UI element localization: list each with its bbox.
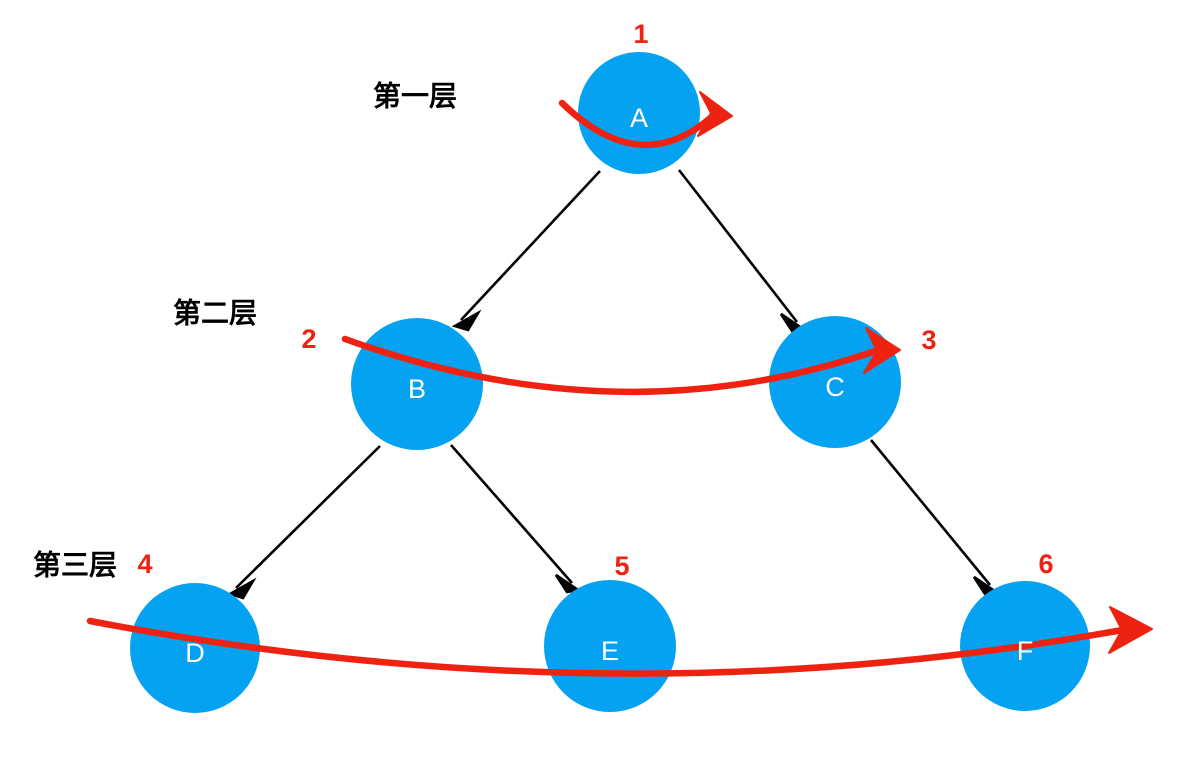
layer-label-1: 第一层 bbox=[373, 79, 457, 111]
layer-label-2: 第二层 bbox=[173, 296, 257, 328]
edge-arrowhead bbox=[226, 577, 257, 600]
tree-edge-c-f bbox=[869, 439, 1000, 596]
traversal-curve-layer-2 bbox=[341, 335, 888, 396]
tree-edge-b-e bbox=[450, 444, 582, 594]
node-d-label: D bbox=[185, 638, 205, 668]
layer-labels-group: 第一层 第二层 第三层 bbox=[33, 79, 457, 580]
traversal-group bbox=[86, 91, 1153, 677]
traversal-layer-1 bbox=[558, 91, 733, 148]
node-c[interactable] bbox=[769, 316, 901, 448]
node-d[interactable] bbox=[130, 583, 260, 713]
edge-arrowhead bbox=[554, 573, 582, 594]
order-label-6: 6 bbox=[1038, 549, 1053, 579]
edge-line bbox=[869, 439, 992, 586]
edge-line bbox=[450, 444, 573, 584]
order-labels-group: 1 2 3 4 5 6 bbox=[137, 19, 1053, 581]
tree-edge-a-c bbox=[677, 169, 807, 333]
edge-line bbox=[677, 169, 799, 323]
traversal-curve-layer-1 bbox=[558, 99, 721, 148]
nodes-group bbox=[130, 52, 1090, 713]
node-labels-group: A B C D E F bbox=[185, 103, 1033, 668]
node-e-circle[interactable] bbox=[544, 580, 676, 712]
order-label-1: 1 bbox=[633, 19, 648, 49]
edge-line bbox=[460, 170, 601, 321]
node-a-label: A bbox=[630, 103, 648, 133]
traversal-arrowhead-layer-3 bbox=[1108, 606, 1153, 654]
traversal-layer-3 bbox=[86, 606, 1153, 677]
traversal-curve-layer-3 bbox=[86, 617, 1132, 677]
order-label-5: 5 bbox=[614, 551, 629, 581]
node-e[interactable] bbox=[544, 580, 676, 712]
traversal-arrowhead-layer-2 bbox=[863, 327, 901, 374]
node-c-circle[interactable] bbox=[769, 316, 901, 448]
traversal-arrowhead-layer-1 bbox=[697, 91, 733, 137]
node-f-label: F bbox=[1017, 636, 1034, 666]
edge-arrowhead bbox=[451, 309, 482, 332]
traversal-layer-2 bbox=[341, 327, 901, 396]
node-d-circle[interactable] bbox=[130, 583, 260, 713]
edge-line bbox=[235, 445, 381, 589]
layer-label-3: 第三层 bbox=[33, 548, 117, 580]
tree-edge-a-b bbox=[451, 170, 601, 332]
order-label-4: 4 bbox=[137, 549, 152, 579]
order-label-3: 3 bbox=[921, 325, 936, 355]
node-c-label: C bbox=[825, 372, 845, 402]
tree-edges-group bbox=[226, 169, 1000, 600]
node-e-label: E bbox=[601, 636, 619, 666]
node-b-label: B bbox=[408, 374, 426, 404]
order-label-2: 2 bbox=[301, 324, 316, 354]
tree-edge-b-d bbox=[226, 445, 381, 600]
